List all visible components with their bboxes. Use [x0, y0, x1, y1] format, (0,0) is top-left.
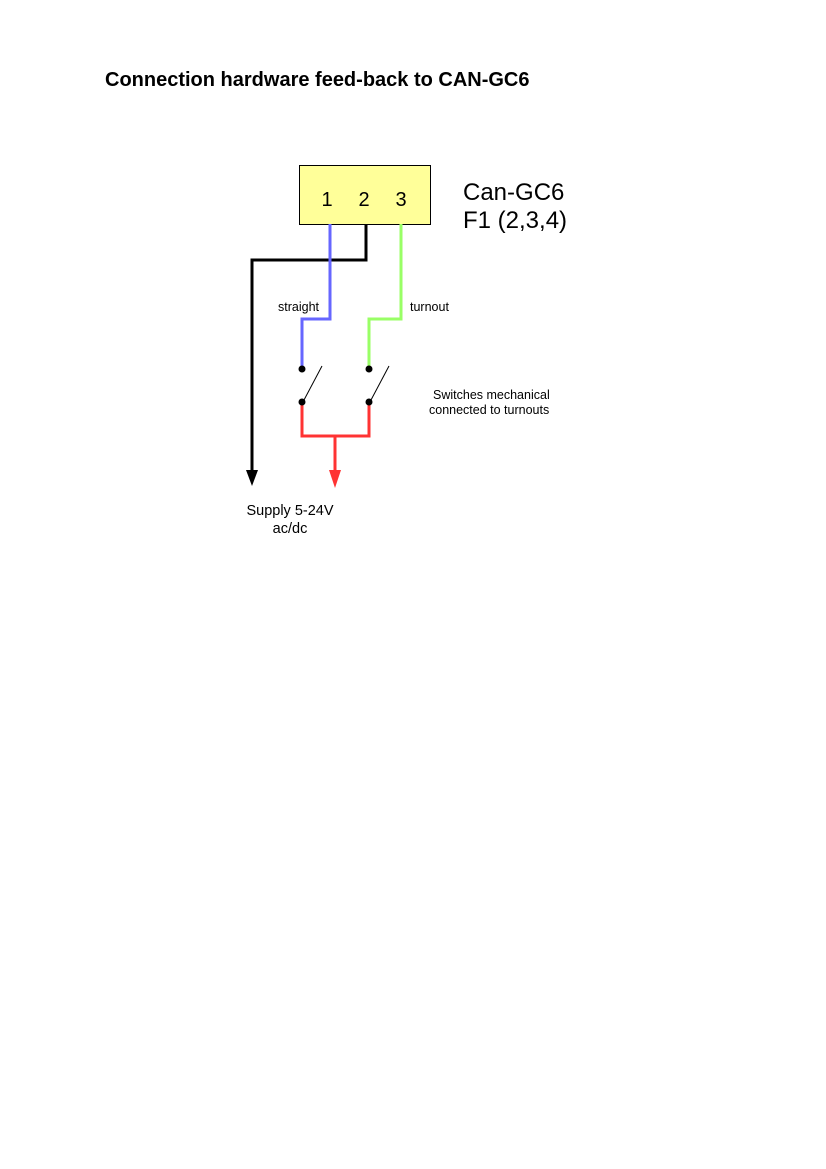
pin-2: 2 — [358, 189, 369, 211]
switch-contact — [298, 398, 306, 406]
connector-box — [299, 165, 431, 225]
switch-contact — [365, 365, 373, 373]
turnout-label: turnout — [410, 300, 449, 314]
device-name: Can-GC6 — [463, 179, 565, 206]
straight-label: straight — [278, 300, 319, 314]
supply-label-2: ac/dc — [272, 521, 308, 537]
switches-label-1: Switches mechanical — [433, 388, 550, 402]
page-title: Connection hardware feed-back to CAN-GC6 — [105, 69, 530, 91]
black-arrow — [246, 470, 258, 486]
switch-contact — [365, 398, 373, 406]
device-sub: F1 (2,3,4) — [463, 207, 568, 234]
switch-lever — [370, 365, 390, 401]
pin-3: 3 — [395, 189, 406, 211]
blue-wire — [300, 224, 332, 369]
switch-contact — [298, 365, 306, 373]
pin-1: 1 — [321, 189, 332, 211]
green-wire — [367, 224, 403, 369]
black-wire — [250, 224, 368, 472]
switch-lever — [303, 365, 323, 401]
switches-label-2: connected to turnouts — [429, 403, 550, 417]
red-wire — [300, 402, 371, 438]
red-arrow — [329, 470, 341, 488]
supply-label-1: Supply 5-24V — [246, 503, 334, 519]
